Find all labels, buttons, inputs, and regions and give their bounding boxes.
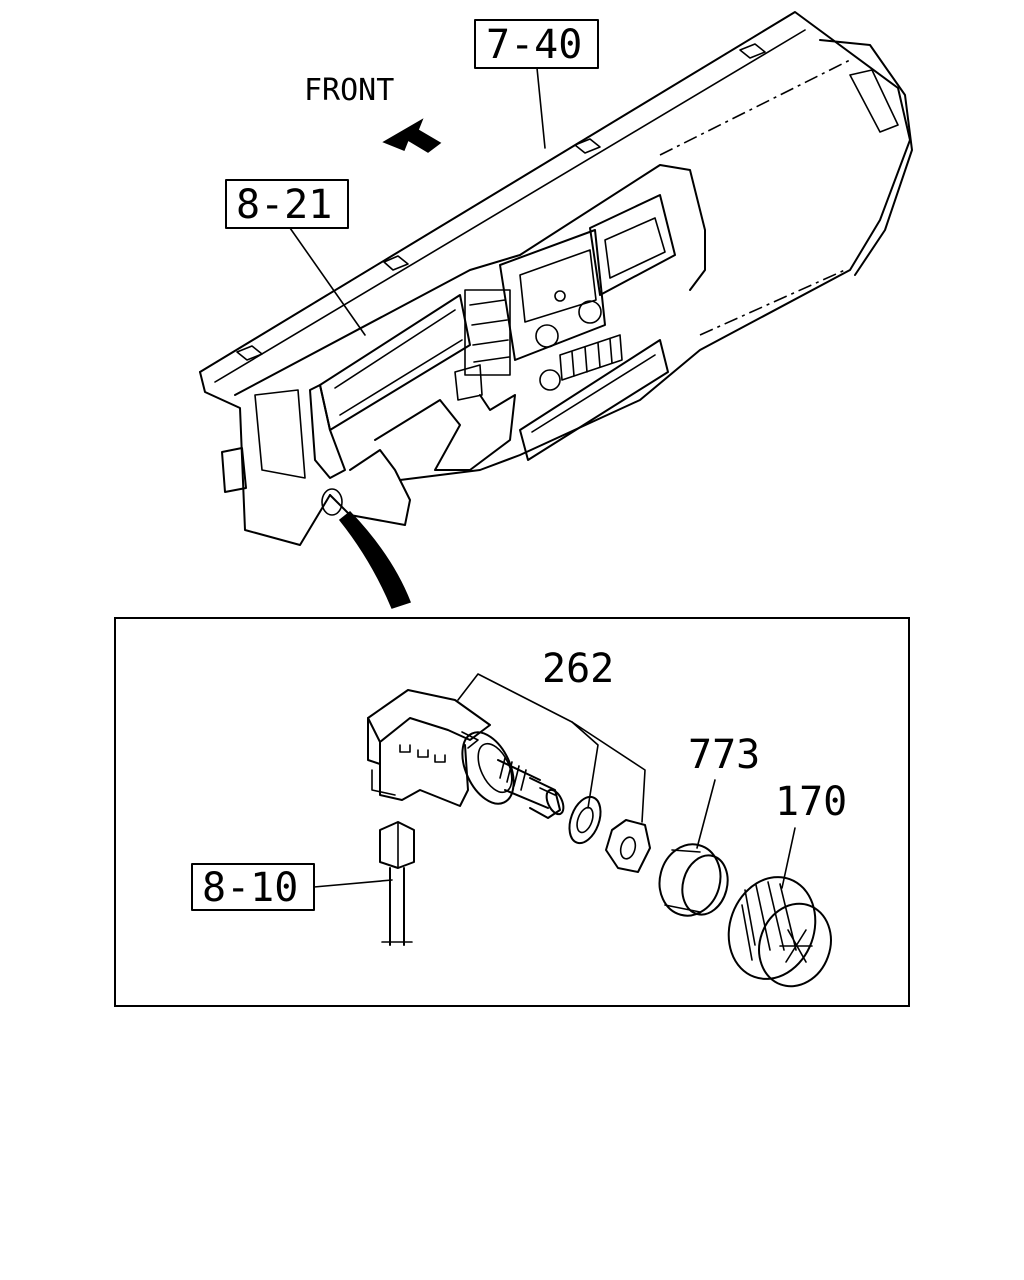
bezel-773[interactable]: 773 <box>652 732 761 923</box>
callout-773-label: 773 <box>688 732 760 778</box>
callout-170-label: 170 <box>775 779 847 825</box>
front-indicator: FRONT <box>304 73 442 153</box>
front-arrow-icon <box>382 118 442 153</box>
callout-8-21-label: 8-21 <box>236 182 332 228</box>
callout-262[interactable]: 262 <box>457 646 646 823</box>
detail-frame <box>114 617 910 1007</box>
dashboard-assembly <box>199 11 913 546</box>
washer-part[interactable] <box>564 793 607 848</box>
knob-170[interactable]: 170 <box>715 779 848 996</box>
connector-harness[interactable] <box>379 821 415 946</box>
detail-pointer-arrow-icon <box>338 510 411 609</box>
callout-8-10[interactable]: 8-10 <box>191 863 393 911</box>
front-label: FRONT <box>304 73 394 108</box>
callout-8-21[interactable]: 8-21 <box>225 179 366 336</box>
callout-262-label: 262 <box>542 646 614 692</box>
hex-nut-part[interactable] <box>605 819 651 873</box>
callout-7-40[interactable]: 7-40 <box>474 19 599 149</box>
callout-7-40-label: 7-40 <box>486 22 582 68</box>
callout-8-10-label: 8-10 <box>202 865 298 911</box>
switch-body-262[interactable] <box>367 689 567 819</box>
